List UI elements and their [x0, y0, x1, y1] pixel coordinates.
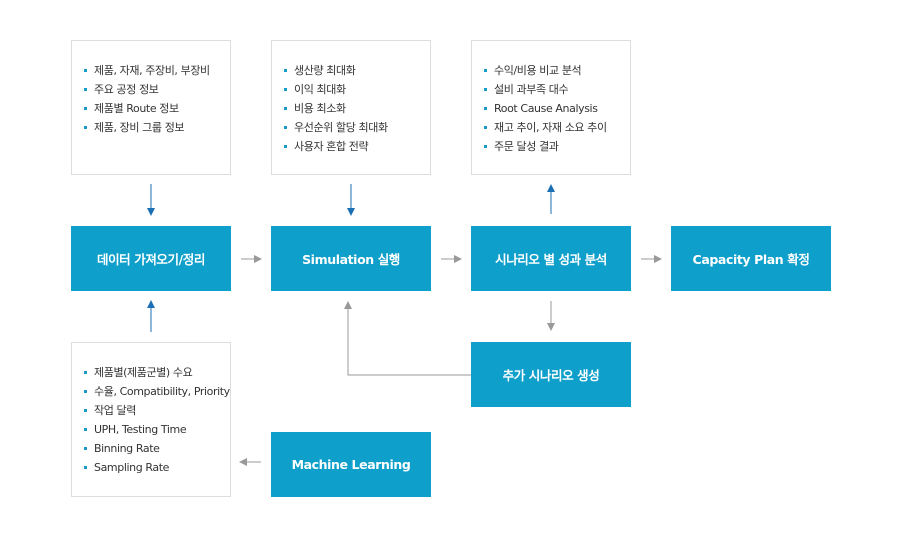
list-item: 제품, 자재, 주장비, 부장비 — [84, 61, 220, 80]
list-item: 제품, 장비 그룹 정보 — [84, 118, 220, 137]
list-item: 이익 최대화 — [284, 80, 420, 99]
list-item: 우선순위 할당 최대화 — [284, 118, 420, 137]
arrow-add-scenario-to-simulation — [344, 301, 471, 376]
input-data-note: 제품, 자재, 주장비, 부장비 주요 공정 정보 제품별 Route 정보 제… — [71, 40, 231, 175]
machine-learning-step: Machine Learning — [271, 432, 431, 497]
list-item: 제품별(제품군별) 수요 — [84, 363, 220, 382]
list-item: 비용 최소화 — [284, 99, 420, 118]
input-data-list: 제품, 자재, 주장비, 부장비 주요 공정 정보 제품별 Route 정보 제… — [84, 61, 220, 137]
list-item: Binning Rate — [84, 439, 220, 458]
list-item: 수율, Compatibility, Priority — [84, 382, 230, 401]
list-item: 재고 추이, 자재 소요 추이 — [484, 118, 620, 137]
analysis-list: 수익/비용 비교 분석 설비 과부족 대수 Root Cause Analysi… — [484, 61, 620, 156]
simulation-step: Simulation 실행 — [271, 226, 431, 291]
objectives-list: 생산량 최대화 이익 최대화 비용 최소화 우선순위 할당 최대화 사용자 혼합… — [284, 61, 420, 156]
list-item: 작업 달력 — [84, 401, 220, 420]
list-item: 수익/비용 비교 분석 — [484, 61, 620, 80]
list-item: Root Cause Analysis — [484, 99, 620, 118]
objectives-note: 생산량 최대화 이익 최대화 비용 최소화 우선순위 할당 최대화 사용자 혼합… — [271, 40, 431, 175]
data-prep-step: 데이터 가져오기/정리 — [71, 226, 231, 291]
list-item: 사용자 혼합 전략 — [284, 137, 420, 156]
analysis-note: 수익/비용 비교 분석 설비 과부족 대수 Root Cause Analysi… — [471, 40, 631, 175]
add-scenario-step: 추가 시나리오 생성 — [471, 342, 631, 407]
list-item: 제품별 Route 정보 — [84, 99, 220, 118]
capacity-plan-step: Capacity Plan 확정 — [671, 226, 831, 291]
scenario-analysis-step: 시나리오 별 성과 분석 — [471, 226, 631, 291]
ml-outputs-list: 제품별(제품군별) 수요 수율, Compatibility, Priority… — [84, 363, 230, 477]
list-item: 주요 공정 정보 — [84, 80, 220, 99]
list-item: UPH, Testing Time — [84, 420, 220, 439]
list-item: 주문 달성 결과 — [484, 137, 620, 156]
list-item: 설비 과부족 대수 — [484, 80, 620, 99]
list-item: Sampling Rate — [84, 458, 220, 477]
list-item: 생산량 최대화 — [284, 61, 420, 80]
ml-outputs-note: 제품별(제품군별) 수요 수율, Compatibility, Priority… — [71, 342, 231, 497]
